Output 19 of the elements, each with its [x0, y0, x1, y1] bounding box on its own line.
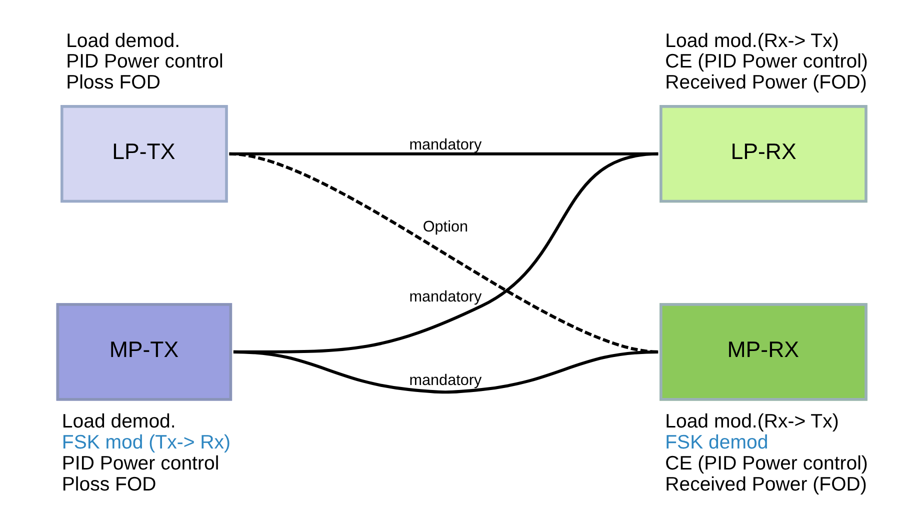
node-label: Load mod.(Rx-> Tx) — [664, 410, 838, 433]
node-label: Load demod. — [61, 410, 176, 433]
connector — [232, 350, 658, 394]
node-label: Received Power (FOD) — [664, 72, 866, 94]
node-label: Ploss FOD — [66, 72, 160, 94]
edge-label: mandatory — [408, 136, 482, 154]
edge-label: Option — [422, 218, 468, 236]
node-label: FSK mod (Tx-> Rx) — [61, 431, 230, 454]
node-label: CE (PID Power control) — [664, 452, 868, 474]
node-label: CE (PID Power control) — [664, 50, 868, 73]
node-label: Ploss FOD — [61, 473, 156, 496]
node-label: PID Power control — [66, 50, 223, 73]
node-label: Received Power (FOD) — [664, 473, 866, 496]
edge-label: mandatory — [408, 288, 482, 306]
node-label: Load mod.(Rx-> Tx) — [664, 30, 838, 52]
node-label: PID Power control — [61, 452, 219, 474]
node-label: Load demod. — [66, 30, 180, 52]
edge-label: mandatory — [408, 372, 482, 390]
node-label: FSK demod — [664, 431, 768, 454]
